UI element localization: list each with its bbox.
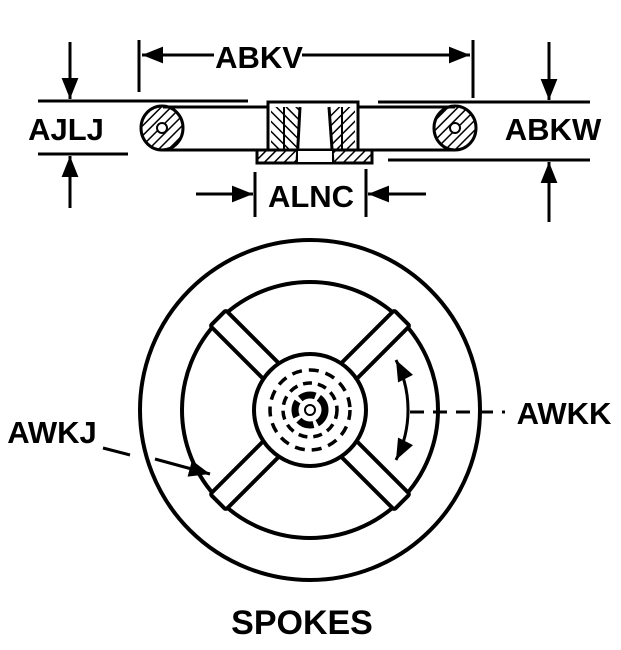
dimension-abkv: ABKV [137,40,475,98]
label-alnc: ALNC [268,179,354,214]
dimension-alnc: ALNC [196,169,426,217]
angle-arc [394,359,414,461]
caption: SPOKES [231,604,373,642]
label-awkk: AWKK [517,396,612,431]
outer-rim [138,238,482,582]
label-ajlj: AJLJ [28,112,104,147]
dimension-awkj: AWKJ [7,415,211,477]
dimension-awkk: AWKK [394,359,612,461]
hub-section [255,100,374,165]
dimension-abkw: ABKW [378,42,602,222]
label-awkj: AWKJ [7,415,97,450]
section-view: ABKV AJLJ ABKW [28,40,602,222]
label-abkv: ABKV [215,40,303,75]
front-view: AWKK AWKJ [7,238,612,582]
dimension-ajlj: AJLJ [28,42,248,208]
leader-arrow [154,457,211,477]
hub [252,352,368,468]
rim-section [139,104,478,152]
label-abkw: ABKW [505,112,602,147]
inner-rim [180,280,440,540]
